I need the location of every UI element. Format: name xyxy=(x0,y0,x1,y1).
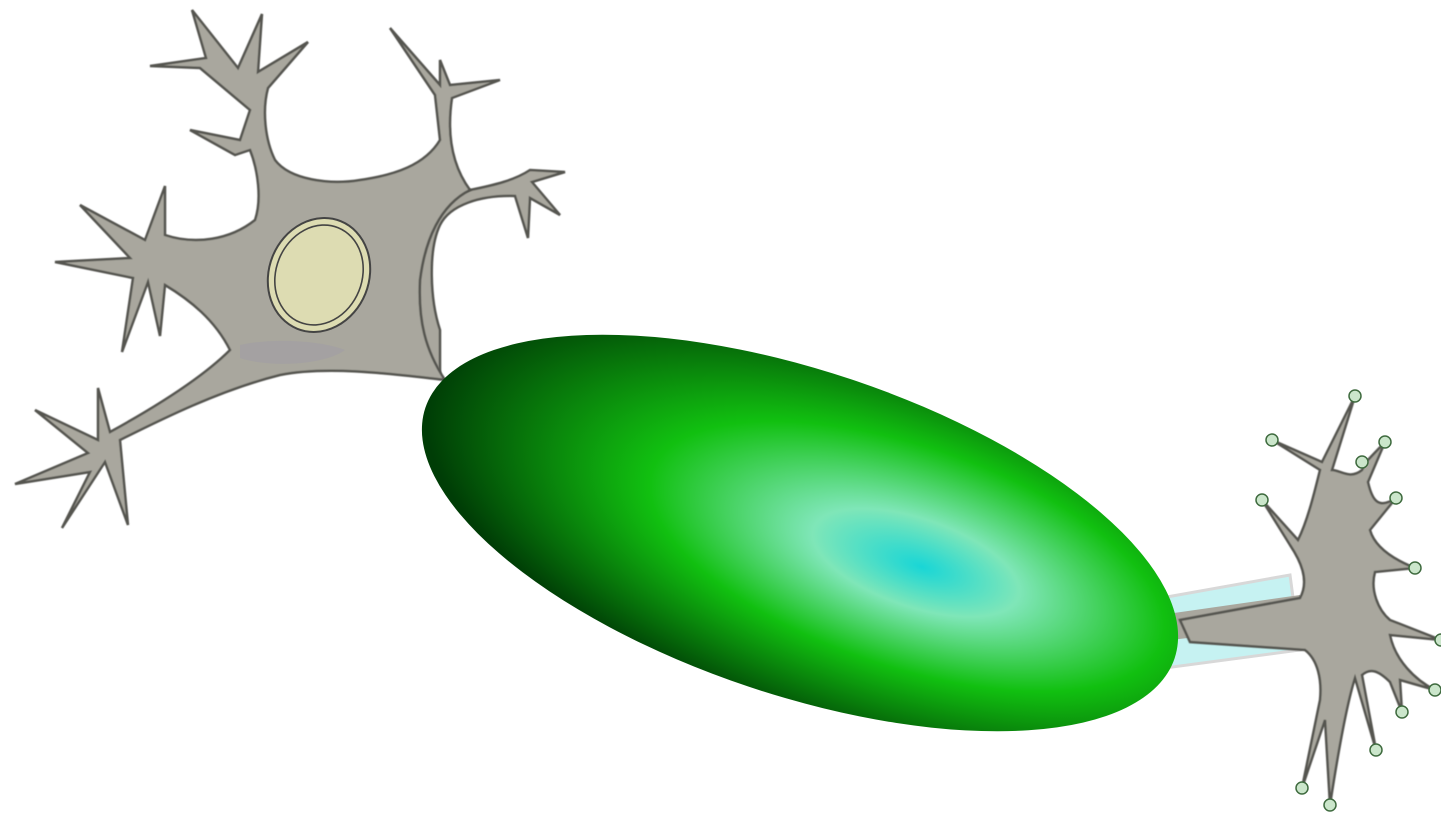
terminal-bouton-icon xyxy=(1379,436,1391,448)
terminal-bouton-icon xyxy=(1409,562,1421,574)
terminal-bouton-icon xyxy=(1296,782,1308,794)
terminal-bouton-icon xyxy=(1435,634,1441,646)
terminal-bouton-icon xyxy=(1356,456,1368,468)
terminal-bouton-icon xyxy=(1349,390,1361,402)
terminal-bouton-icon xyxy=(1429,684,1441,696)
terminal-bouton-icon xyxy=(1324,799,1336,811)
terminal-bouton-icon xyxy=(1396,706,1408,718)
terminal-bouton-icon xyxy=(1370,744,1382,756)
terminal-bouton-icon xyxy=(1256,494,1268,506)
terminal-bouton-icon xyxy=(1390,492,1402,504)
terminal-bouton-icon xyxy=(1266,434,1278,446)
myelin-sheath-icon xyxy=(374,254,1226,812)
